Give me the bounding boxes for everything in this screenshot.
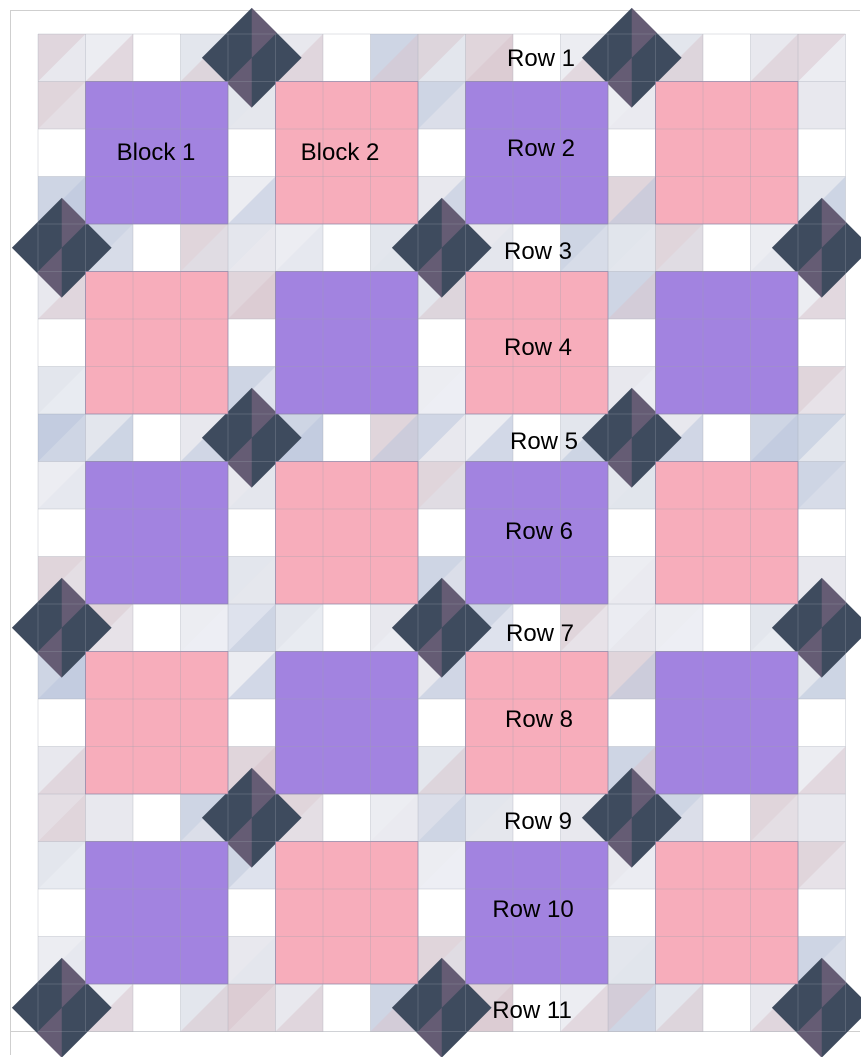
row-5-label: Row 5	[510, 428, 578, 455]
white-square	[133, 414, 181, 462]
white-square	[228, 889, 276, 937]
block-2-label: Block 2	[301, 139, 380, 166]
white-square	[38, 889, 86, 937]
row-4-label: Row 4	[504, 334, 572, 361]
white-square	[38, 699, 86, 747]
row-3-label: Row 3	[504, 238, 572, 265]
white-square	[418, 699, 466, 747]
white-square	[798, 319, 846, 367]
white-square	[38, 509, 86, 557]
center-square-purple	[656, 652, 799, 795]
white-square	[798, 509, 846, 557]
center-square-pink	[656, 82, 799, 225]
center-square-pink	[656, 842, 799, 985]
white-square	[38, 319, 86, 367]
center-square-purple	[276, 272, 419, 415]
row-9-label: Row 9	[504, 808, 572, 835]
white-square	[798, 129, 846, 177]
white-square	[323, 224, 371, 272]
white-square	[418, 889, 466, 937]
white-square	[323, 414, 371, 462]
white-square	[418, 509, 466, 557]
white-square	[703, 224, 751, 272]
white-square	[608, 129, 656, 177]
white-square	[798, 889, 846, 937]
white-square	[608, 699, 656, 747]
center-square-pink	[656, 462, 799, 605]
block-1-label: Block 1	[117, 139, 196, 166]
white-square	[133, 794, 181, 842]
row-1-label: Row 1	[507, 45, 575, 72]
white-square	[608, 319, 656, 367]
white-square	[323, 794, 371, 842]
center-square-purple	[86, 842, 229, 985]
white-square	[228, 129, 276, 177]
white-square	[133, 604, 181, 652]
row-11-label: Row 11	[492, 997, 572, 1024]
white-square	[703, 604, 751, 652]
row-10-label: Row 10	[492, 896, 573, 923]
white-square	[228, 509, 276, 557]
white-square	[703, 984, 751, 1032]
white-square	[133, 34, 181, 82]
row-7-label: Row 7	[506, 620, 574, 647]
center-square-pink	[276, 462, 419, 605]
center-square-pink	[86, 272, 229, 415]
white-square	[798, 699, 846, 747]
row-2-label: Row 2	[507, 135, 575, 162]
white-square	[228, 699, 276, 747]
white-square	[228, 319, 276, 367]
white-square	[38, 129, 86, 177]
white-square	[133, 984, 181, 1032]
row-8-label: Row 8	[505, 706, 573, 733]
white-square	[703, 34, 751, 82]
row-6-label: Row 6	[505, 518, 573, 545]
white-square	[608, 889, 656, 937]
white-square	[608, 509, 656, 557]
white-square	[703, 414, 751, 462]
center-square-purple	[276, 652, 419, 795]
white-square	[418, 129, 466, 177]
center-square-pink	[86, 652, 229, 795]
white-square	[323, 984, 371, 1032]
white-square	[323, 604, 371, 652]
center-square-pink	[276, 842, 419, 985]
white-square	[133, 224, 181, 272]
center-square-purple	[86, 462, 229, 605]
white-square	[323, 34, 371, 82]
white-square	[418, 319, 466, 367]
center-square-purple	[656, 272, 799, 415]
white-square	[703, 794, 751, 842]
